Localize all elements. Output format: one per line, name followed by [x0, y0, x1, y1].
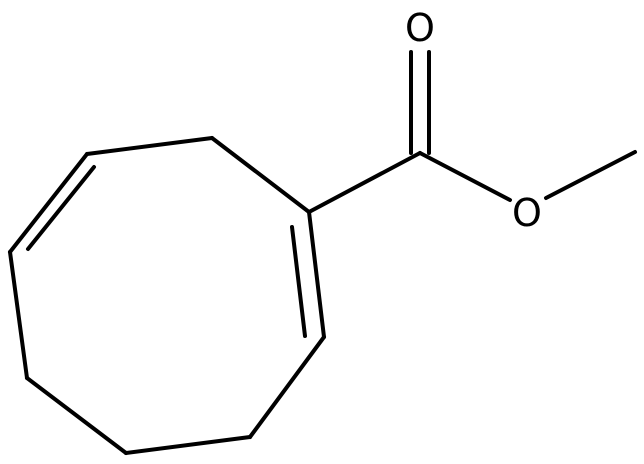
ring-bond-c7-c8 [85, 136, 214, 156]
bond-carbonyl-to-ester-oxygen [418, 151, 512, 202]
ring-bond-c1-c2 [307, 210, 326, 339]
ring-double-bond-c1-c2-inner [290, 225, 307, 338]
ring-bond-c8-c1 [210, 136, 311, 214]
ring-double-bond-c6-c7-inner [26, 165, 96, 251]
ester-oxygen-label: O [512, 191, 542, 235]
ring-bond-c4-c5 [25, 376, 128, 455]
carbonyl-oxygen-label: O [405, 6, 435, 50]
bond-c1-carbonyl-carbon [307, 151, 422, 214]
ring-bond-c5-c6 [8, 250, 29, 380]
ring-bond-c6-c7 [8, 152, 89, 254]
bond-ester-oxygen-to-methyl [544, 150, 637, 200]
ring-bond-c2-c3 [248, 335, 326, 439]
ring-bond-c3-c4 [124, 435, 252, 455]
